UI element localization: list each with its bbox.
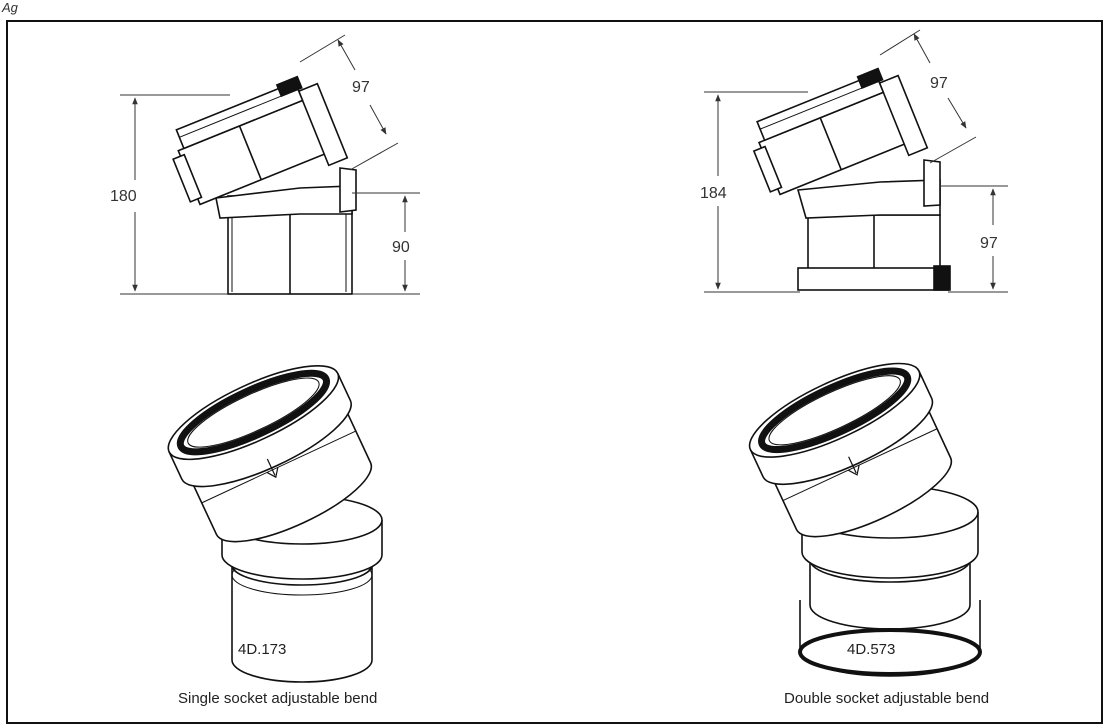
product-code-double: 4D.573	[847, 641, 896, 658]
elevation-double-socket	[752, 67, 951, 291]
dim-lower-height-2: 97	[980, 235, 998, 252]
product-code-single: 4D.173	[238, 641, 287, 658]
drawing-frame	[6, 20, 1103, 724]
dimensions-double-socket	[704, 29, 1008, 293]
dim-overall-height-2: 184	[700, 185, 727, 202]
dimensions-single-socket	[120, 34, 420, 295]
product-description-single: Single socket adjustable bend	[178, 690, 378, 707]
isometric-double-socket	[748, 362, 982, 677]
dim-overall-height-1: 180	[110, 188, 137, 205]
dim-lower-height-1: 90	[392, 239, 410, 256]
top-caption-bar: Ag	[0, 0, 1115, 18]
isometric-single-socket	[167, 364, 383, 683]
dim-socket-depth-2: 97	[930, 75, 948, 92]
product-description-double: Double socket adjustable bend	[784, 690, 990, 707]
header-caption: Ag	[2, 0, 18, 15]
dim-socket-depth-1: 97	[352, 79, 370, 96]
elevation-single-socket	[172, 75, 357, 295]
